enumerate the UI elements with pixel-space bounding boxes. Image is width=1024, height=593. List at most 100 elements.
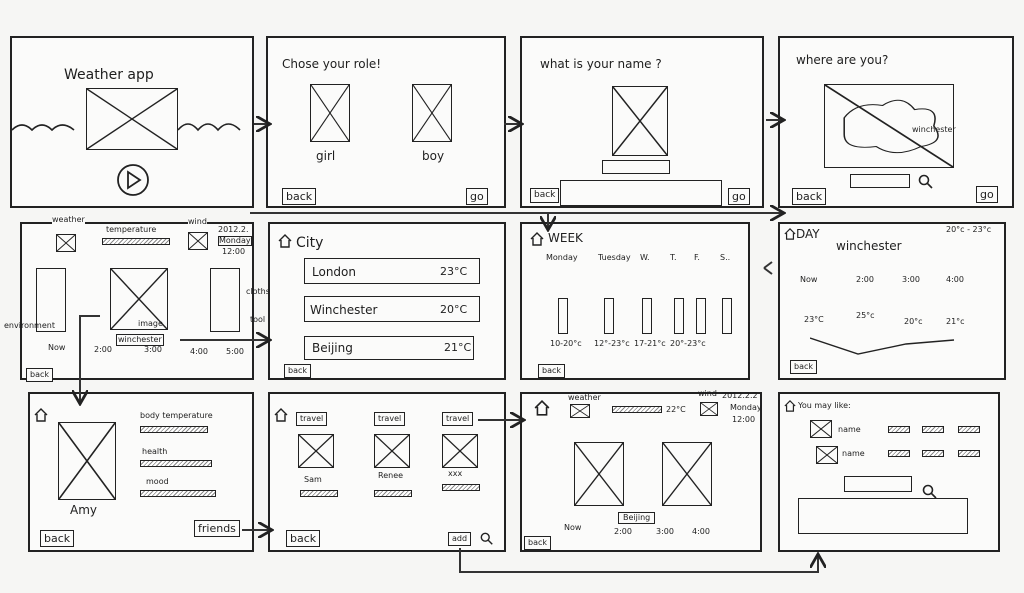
play-icon[interactable] — [115, 162, 151, 198]
travel-tag-2[interactable]: travel — [374, 412, 406, 426]
friend-3-bar — [442, 484, 480, 491]
location-input[interactable] — [850, 174, 910, 188]
time-5-label: 5:00 — [226, 347, 244, 356]
home-icon[interactable] — [34, 408, 48, 422]
body-temperature-bar — [140, 426, 208, 433]
hour-3-temp: 20°c — [904, 317, 923, 326]
girl-avatar[interactable] — [310, 84, 350, 142]
back-button[interactable]: back — [282, 188, 317, 205]
temp-bar-1 — [558, 298, 568, 334]
hour-4-label: 4:00 — [946, 275, 964, 284]
add-button[interactable]: add — [448, 532, 472, 546]
recommend-title: You may like: — [798, 401, 851, 410]
home-icon[interactable] — [530, 232, 544, 246]
city-temp-winchester: 20°C — [440, 303, 468, 316]
back-button[interactable]: back — [530, 188, 560, 203]
search-icon[interactable] — [922, 484, 938, 500]
day-4-label: T. — [670, 253, 677, 262]
home-icon[interactable] — [784, 228, 796, 240]
friend-avatar-2[interactable] — [374, 434, 410, 468]
app-title: Weather app — [64, 67, 154, 83]
temp-bar-3 — [642, 298, 652, 334]
back-button[interactable]: back — [286, 530, 321, 547]
keyboard[interactable] — [560, 180, 722, 206]
boy-label: boy — [422, 149, 445, 163]
home-icon[interactable] — [784, 400, 796, 412]
back-button[interactable]: back — [40, 530, 75, 547]
name-title: what is your name ? — [540, 57, 662, 71]
search-icon[interactable] — [918, 174, 934, 190]
image-placeholder — [110, 268, 168, 330]
back-button[interactable]: back — [26, 368, 54, 382]
back-button[interactable]: back — [792, 188, 827, 205]
girl-label: girl — [316, 149, 336, 163]
recommend-avatar-1[interactable] — [810, 420, 832, 438]
back-button[interactable]: back — [790, 360, 818, 374]
keyboard[interactable] — [798, 498, 968, 534]
screen-location: where are you? winchester back go — [778, 36, 1014, 208]
recommend-avatar-2[interactable] — [816, 446, 838, 464]
travel-tag-1[interactable]: travel — [296, 412, 328, 426]
range-2-label: 12°-23°c — [594, 339, 630, 348]
home-icon[interactable] — [534, 400, 550, 416]
day-3-label: W. — [640, 253, 650, 262]
city-row-winchester[interactable] — [304, 296, 480, 322]
day-6-label: S.. — [720, 253, 731, 262]
temp-bar-5 — [696, 298, 706, 334]
go-button[interactable]: go — [728, 188, 750, 205]
screen-city-list: City London 23°C Winchester 20°C Beijing… — [268, 222, 506, 380]
weather-icon-placeholder — [56, 234, 76, 252]
hour-1-label: Now — [800, 275, 818, 284]
city-name-london: London — [312, 265, 356, 279]
travel-tag-3[interactable]: travel — [442, 412, 474, 426]
day-label: Monday — [730, 403, 762, 412]
environment-panel[interactable] — [36, 268, 66, 332]
screen-friends: travel travel travel Sam Renee xxx back … — [268, 392, 506, 552]
city-name-winchester: Winchester — [310, 303, 378, 317]
screen-day: DAY winchester 20°c - 23°c Now 2:00 3:00… — [778, 222, 1006, 380]
city-row-beijing[interactable] — [304, 336, 474, 360]
cloths-panel[interactable] — [210, 268, 240, 332]
city-label: winchester — [116, 334, 164, 346]
search-input[interactable] — [844, 476, 912, 492]
home-icon[interactable] — [278, 234, 292, 248]
city-row-london[interactable] — [304, 258, 480, 284]
friend-2-bar — [374, 490, 412, 497]
time-2-label: 2:00 — [614, 527, 632, 536]
logo-placeholder — [86, 88, 178, 150]
city-title: City — [296, 235, 324, 251]
image-label: image — [138, 319, 163, 328]
back-button[interactable]: back — [538, 364, 566, 378]
screen-week: WEEK Monday Tuesday W. T. F. S.. 10-20°c… — [520, 222, 750, 380]
city-name-beijing: Beijing — [312, 341, 353, 355]
friend-avatar-3[interactable] — [442, 434, 478, 468]
screen-splash: Weather app — [10, 36, 254, 208]
screen-recommend: You may like: name name — [778, 392, 1000, 552]
recommend-2-bar-a — [888, 450, 910, 457]
recommend-2-bar-c — [958, 450, 980, 457]
go-button[interactable]: go — [466, 188, 488, 205]
back-button[interactable]: back — [524, 536, 552, 550]
recommend-1-bar-c — [958, 426, 980, 433]
temperature-label: temperature — [106, 225, 157, 234]
location-label: winchester — [912, 125, 956, 134]
search-icon[interactable] — [480, 532, 494, 546]
wind-label: wind — [698, 389, 717, 398]
boy-avatar[interactable] — [412, 84, 452, 142]
range-3-label: 17-21°c — [634, 339, 666, 348]
home-icon[interactable] — [274, 408, 288, 422]
go-button[interactable]: go — [976, 186, 998, 203]
tool-label: tool — [250, 315, 266, 324]
friends-button[interactable]: friends — [194, 520, 240, 537]
weather-icon-placeholder — [570, 404, 590, 418]
time-3-label: 3:00 — [656, 527, 674, 536]
back-button[interactable]: back — [284, 364, 312, 378]
day-title: DAY — [796, 227, 820, 241]
hour-2-label: 2:00 — [856, 275, 874, 284]
friend-avatar-1[interactable] — [298, 434, 334, 468]
name-input[interactable] — [602, 160, 670, 174]
map-placeholder[interactable] — [824, 84, 954, 168]
date-label: 2012.2.2 — [722, 391, 758, 400]
screen-choose-role: Chose your role! girl boy back go — [266, 36, 506, 208]
wind-icon-placeholder — [188, 232, 208, 250]
